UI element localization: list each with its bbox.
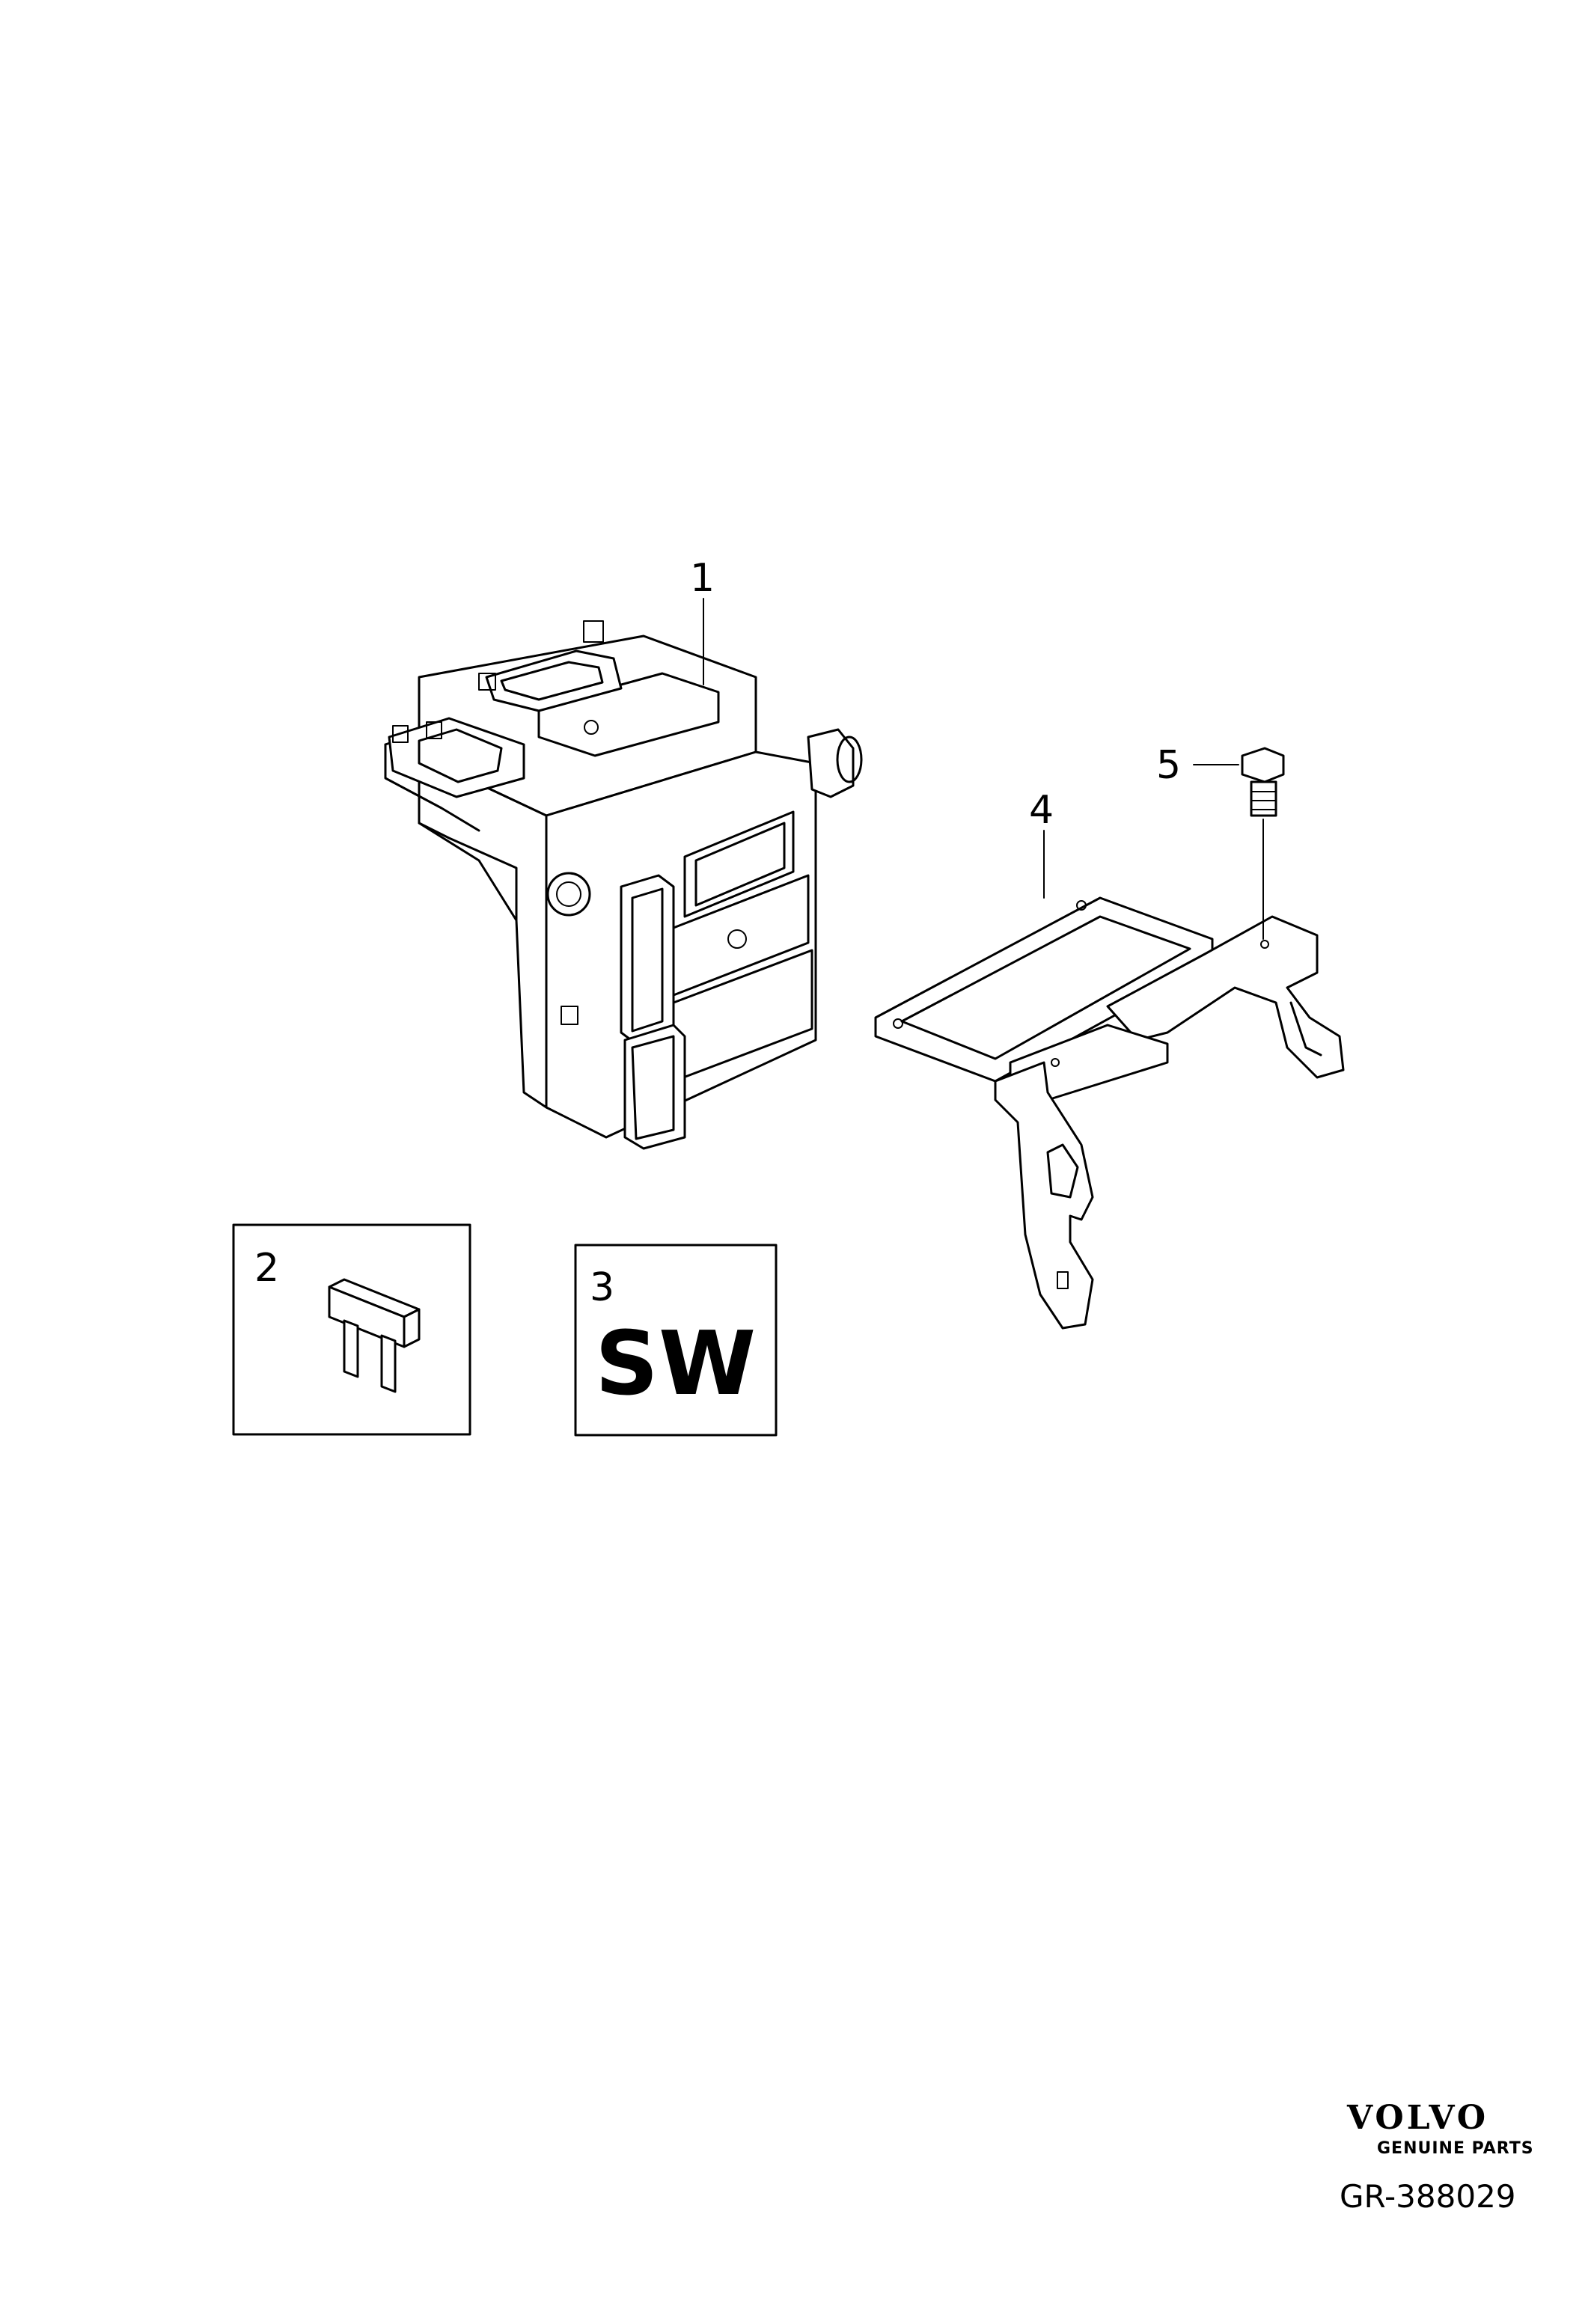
genuine-parts-label: GENUINE PARTS: [1377, 2139, 1534, 2158]
callout-5: 5: [1156, 743, 1181, 788]
control-module-illustration: [384, 598, 863, 1150]
callout-3: 3: [590, 1265, 614, 1310]
software-label: SW: [595, 1312, 756, 1415]
fuse-illustration: [328, 1278, 421, 1393]
bracket-illustration: [874, 830, 1345, 1330]
part-3-box: [574, 1244, 778, 1437]
screw-illustration: [1193, 747, 1285, 940]
volvo-logo: VOLVO: [1346, 2099, 1488, 2137]
callout-4: 4: [1029, 788, 1054, 833]
callout-2: 2: [254, 1246, 279, 1291]
part-2-box: [232, 1223, 471, 1436]
callout-1: 1: [690, 556, 715, 601]
diagram-reference: GR-388029: [1340, 2178, 1516, 2215]
